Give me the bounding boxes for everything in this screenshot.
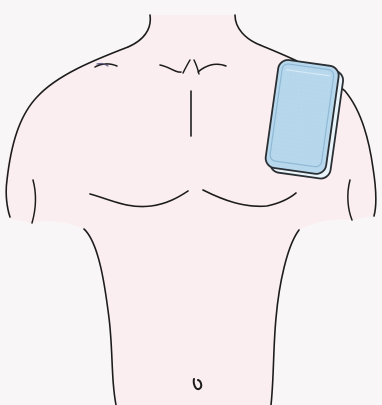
torso-illustration <box>0 0 382 405</box>
illustration-canvas <box>0 0 382 405</box>
